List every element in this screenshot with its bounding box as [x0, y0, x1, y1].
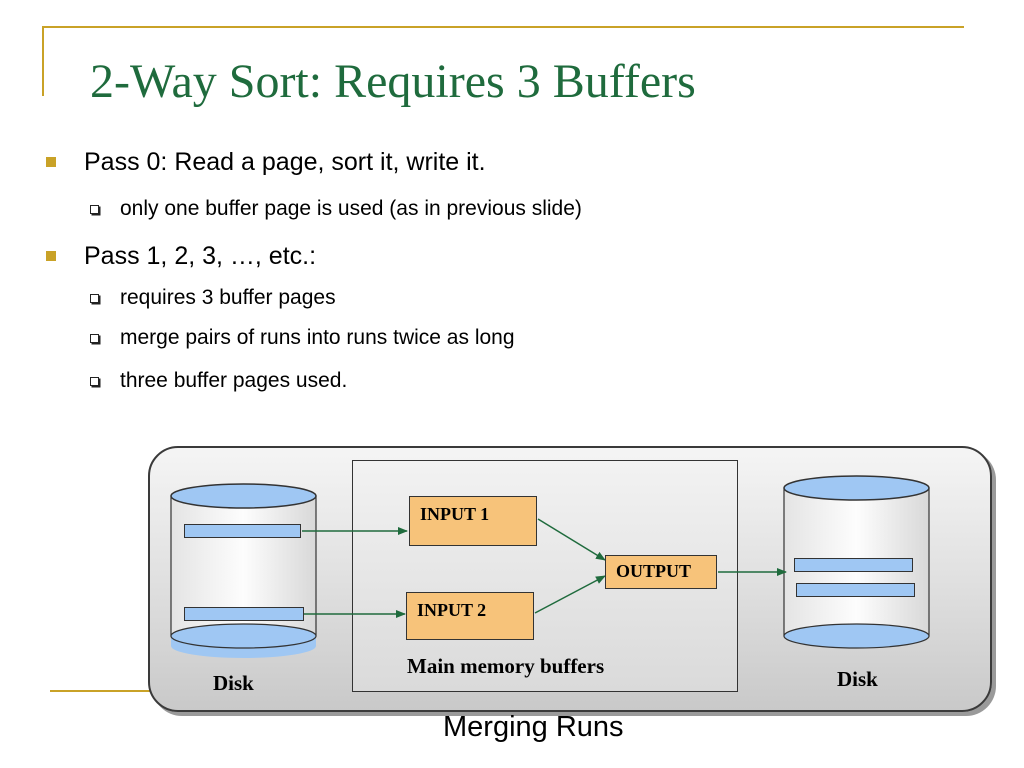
input1-buffer: INPUT 1 [409, 496, 537, 546]
arrow-input1-to-output [537, 518, 606, 561]
slide-title: 2-Way Sort: Requires 3 Buffers [90, 55, 696, 108]
sub-bullet-one-buffer: only one buffer page is used (as in prev… [90, 196, 582, 222]
hollow-square-bullet-icon [90, 334, 99, 343]
sub-bullet-requires-3: requires 3 buffer pages [90, 285, 336, 311]
right-disk-run-1 [794, 558, 913, 572]
output-buffer: OUTPUT [605, 555, 717, 589]
sub-bullet-text: merge pairs of runs into runs twice as l… [120, 326, 515, 349]
input2-buffer: INPUT 2 [406, 592, 534, 640]
sub-bullet-text: three buffer pages used. [120, 369, 348, 392]
figure-caption: Merging Runs [443, 711, 624, 743]
arrow-input2-to-output [534, 575, 606, 614]
main-memory-label: Main memory buffers [407, 654, 605, 678]
bullet-text: Pass 1, 2, 3, …, etc.: [84, 242, 317, 270]
slide-frame-top-line [42, 26, 964, 28]
right-disk-run-2 [796, 583, 915, 597]
sub-bullet-text: only one buffer page is used (as in prev… [120, 197, 582, 220]
left-disk-run-2 [184, 607, 304, 621]
bullet-pass-1-2-3: Pass 1, 2, 3, …, etc.: [46, 241, 317, 271]
bullet-pass-0: Pass 0: Read a page, sort it, write it. [46, 147, 486, 177]
sub-bullet-text: requires 3 buffer pages [120, 286, 336, 309]
left-disk-run-1 [184, 524, 301, 538]
square-bullet-icon [46, 157, 56, 167]
sub-bullet-three-used: three buffer pages used. [90, 368, 348, 394]
hollow-square-bullet-icon [90, 377, 99, 386]
slide-frame-left-line [42, 26, 44, 96]
hollow-square-bullet-icon [90, 294, 99, 303]
bullet-text: Pass 0: Read a page, sort it, write it. [84, 148, 486, 176]
bullet-list: Pass 0: Read a page, sort it, write it. … [46, 147, 582, 394]
slide-frame-bottom-line [50, 690, 170, 692]
left-disk-icon [170, 483, 317, 658]
left-disk-label: Disk [213, 671, 254, 695]
right-disk-label: Disk [837, 667, 878, 691]
square-bullet-icon [46, 251, 56, 261]
hollow-square-bullet-icon [90, 205, 99, 214]
sub-bullet-merge-pairs: merge pairs of runs into runs twice as l… [90, 325, 515, 351]
